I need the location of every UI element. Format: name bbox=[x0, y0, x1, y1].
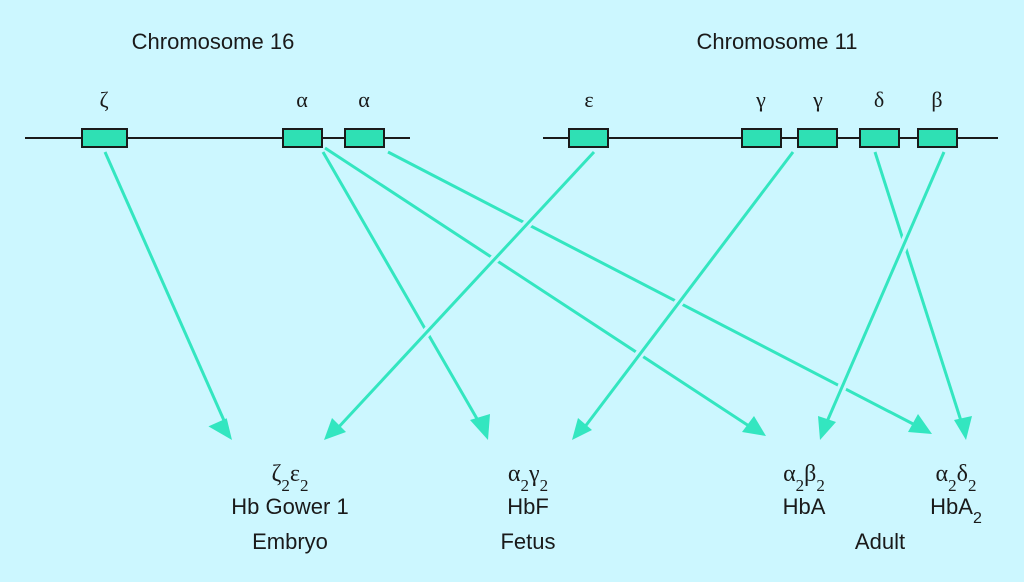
stage-adult: Adult bbox=[855, 529, 905, 554]
arrow-layer bbox=[103, 146, 972, 440]
arrow-delta-to-hba2 bbox=[873, 151, 964, 425]
hba-formula: α2β2 bbox=[783, 461, 825, 495]
gene-alpha1-box bbox=[282, 128, 323, 148]
gene-gamma1-box bbox=[741, 128, 782, 148]
arrow-zeta-to-gower1 bbox=[103, 151, 228, 426]
gene-gamma2-box bbox=[797, 128, 838, 148]
gene-zeta-box bbox=[81, 128, 128, 148]
gene-beta-box bbox=[917, 128, 958, 148]
arrowhead-delta bbox=[954, 416, 972, 440]
arrowhead-alpha1-hba bbox=[742, 416, 766, 436]
hbf-formula: α2γ2 bbox=[508, 461, 548, 495]
gower1-name: Hb Gower 1 bbox=[231, 494, 348, 519]
gower1-formula: ζ2ε2 bbox=[271, 461, 308, 495]
arrow-epsilon-to-gower1 bbox=[334, 150, 596, 432]
hba-name: HbA bbox=[783, 494, 826, 519]
hbf-name: HbF bbox=[507, 494, 549, 519]
arrow-alpha1-to-hba bbox=[324, 146, 753, 430]
arrowhead-alpha1-hbf bbox=[470, 414, 490, 440]
hba2-name: HbA2 bbox=[930, 494, 982, 527]
stage-fetus: Fetus bbox=[500, 529, 555, 554]
gene-beta-label: β bbox=[931, 87, 942, 112]
gene-alpha2-label: α bbox=[358, 87, 370, 112]
chromosome-16-label: Chromosome 16 bbox=[132, 29, 295, 54]
arrowhead-beta bbox=[818, 416, 836, 440]
gene-delta-box bbox=[859, 128, 900, 148]
stage-embryo: Embryo bbox=[252, 529, 328, 554]
gene-gamma2-label: γ bbox=[812, 87, 823, 112]
arrowhead-gamma bbox=[572, 418, 592, 440]
chromosome-11-label: Chromosome 11 bbox=[697, 29, 858, 54]
gene-alpha1-label: α bbox=[296, 87, 308, 112]
arrowhead-epsilon bbox=[324, 418, 346, 440]
gene-epsilon-box bbox=[568, 128, 609, 148]
arrow-beta-to-hba bbox=[824, 151, 946, 425]
hba2-formula: α2δ2 bbox=[936, 461, 977, 495]
arrow-alpha2-to-hba2 bbox=[387, 150, 918, 428]
arrow-gamma-to-hbf bbox=[582, 151, 795, 429]
arrow-alpha1-to-hbf bbox=[321, 151, 482, 425]
gene-gamma1-label: γ bbox=[755, 87, 766, 112]
arrowhead-alpha2-hba2 bbox=[908, 414, 932, 434]
gene-delta-label: δ bbox=[874, 87, 884, 112]
arrowhead-zeta bbox=[208, 418, 232, 440]
gene-epsilon-label: ε bbox=[584, 87, 593, 112]
gene-zeta-label: ζ bbox=[99, 87, 108, 112]
gene-alpha2-box bbox=[344, 128, 385, 148]
